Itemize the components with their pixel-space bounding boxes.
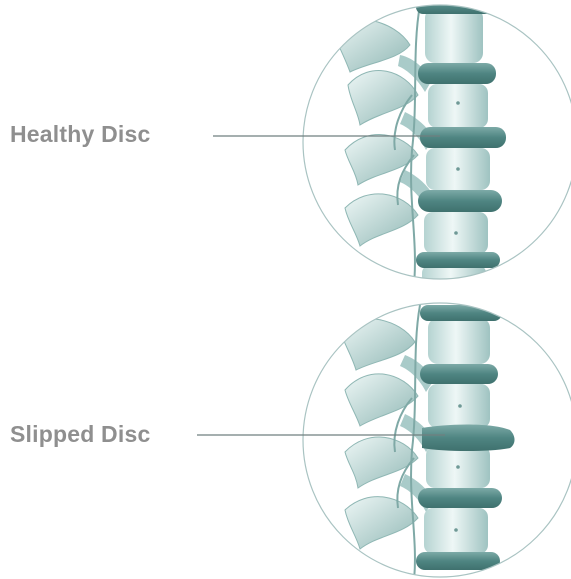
healthy-vertebral-bodies	[422, 8, 490, 295]
slipped-spinous-processes	[340, 319, 434, 549]
healthy-spinous-processes	[332, 19, 434, 246]
healthy-spine-illustration	[332, 0, 506, 295]
slipped-spine-illustration	[340, 305, 515, 579]
